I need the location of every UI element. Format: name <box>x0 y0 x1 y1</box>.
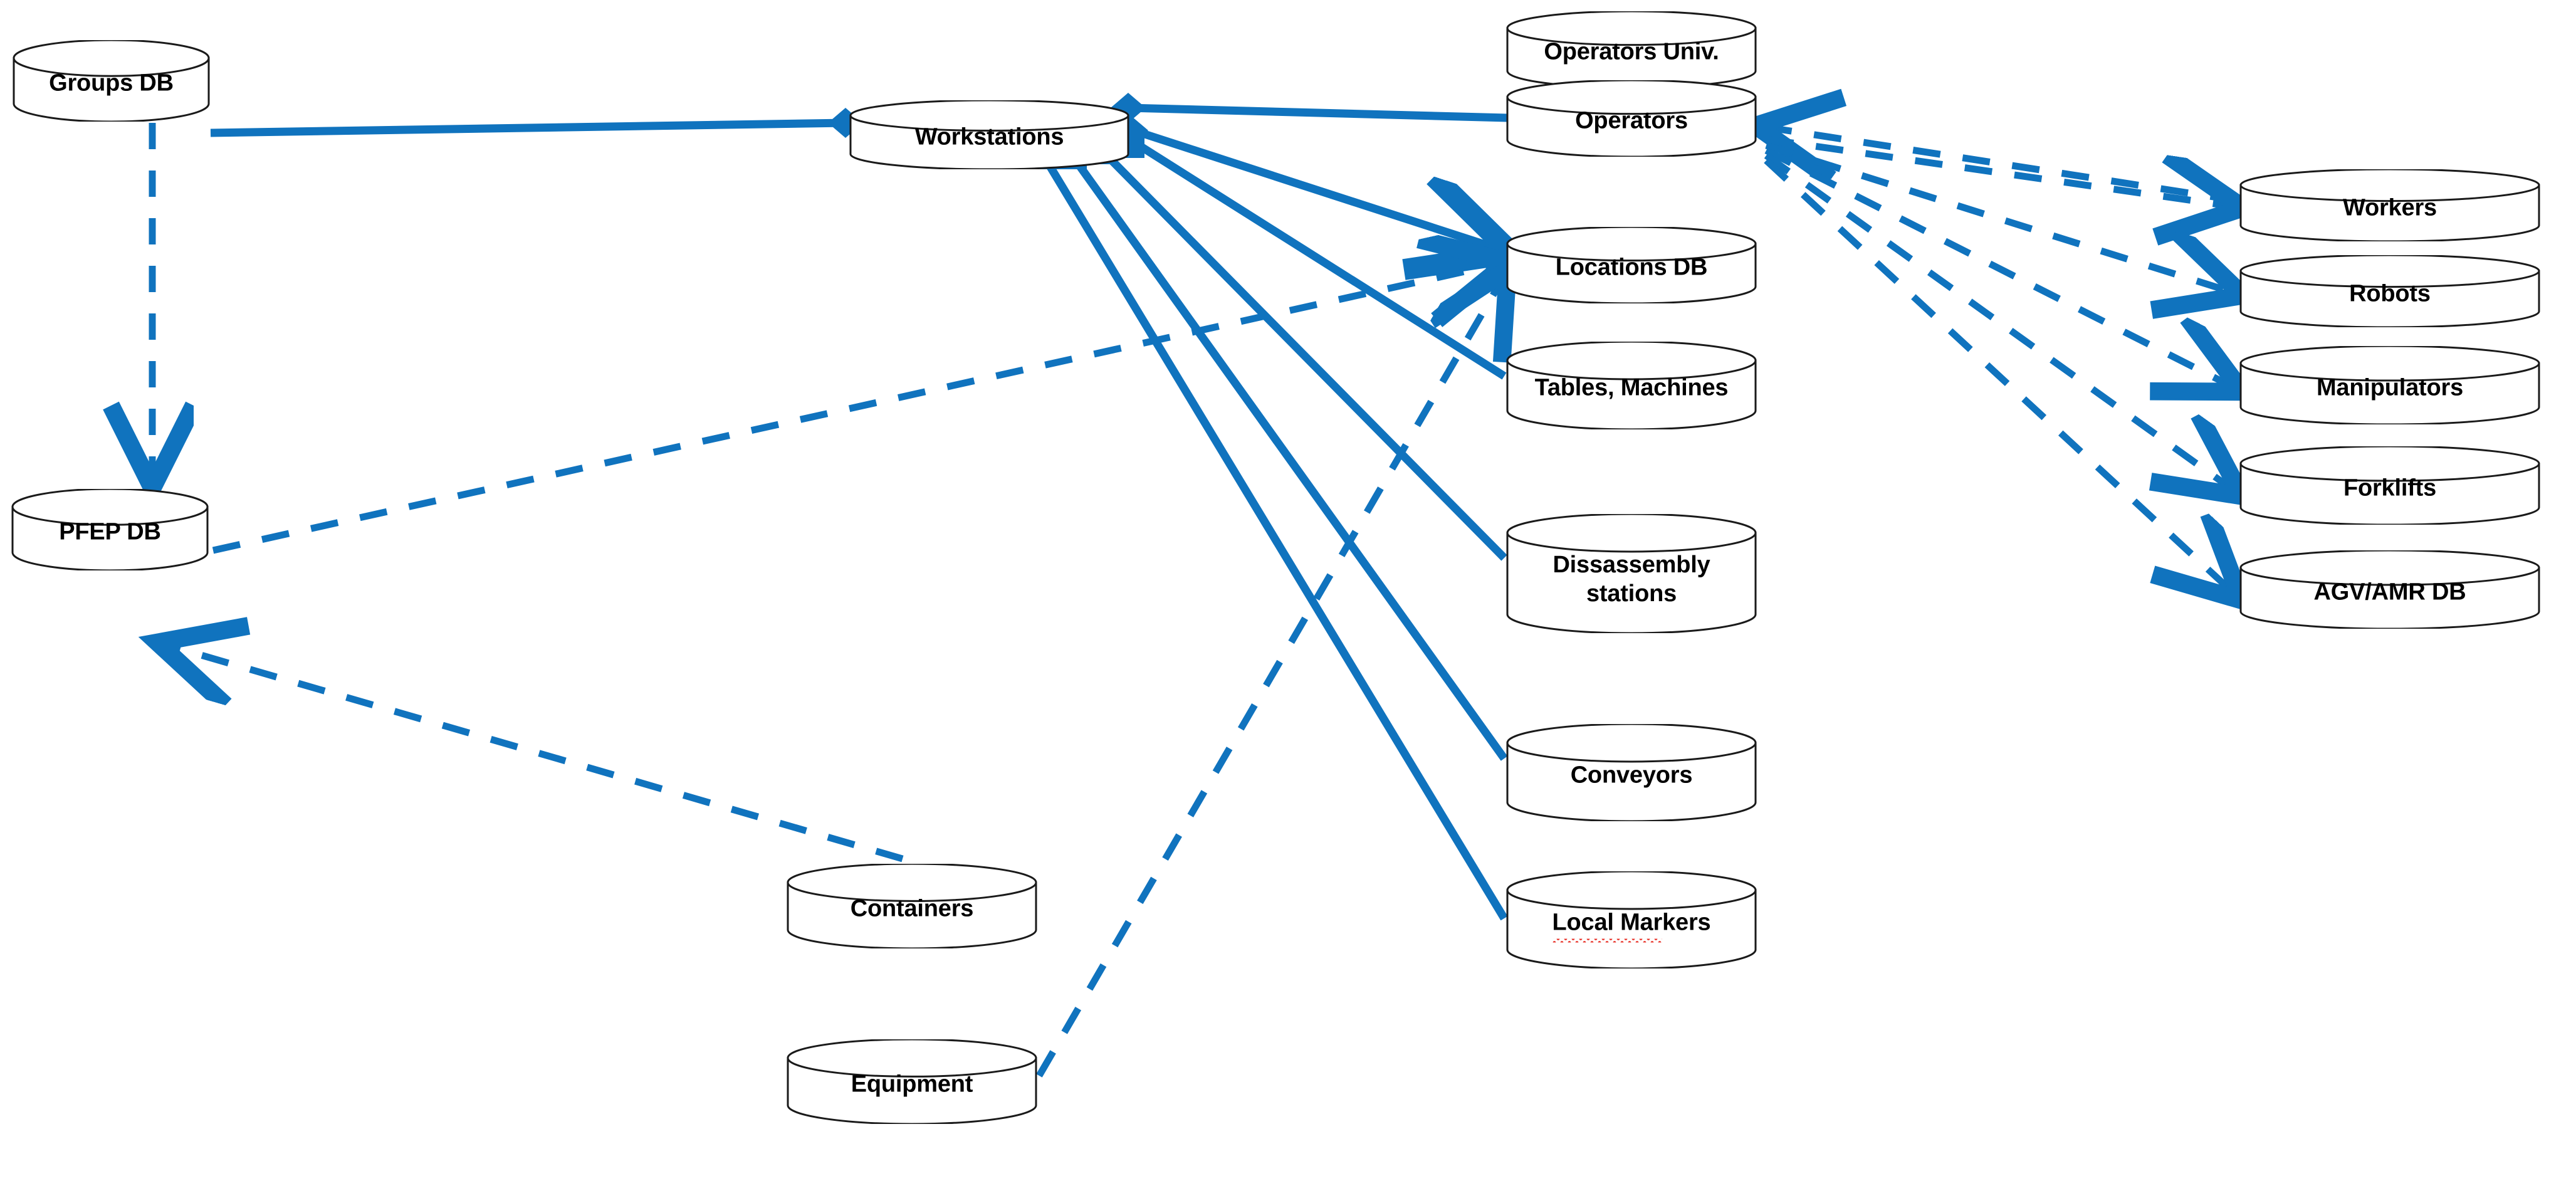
cylinder-icon <box>13 40 210 122</box>
edge-equipment-to-locations-db <box>1036 276 1504 1078</box>
db-node-agv_amr_db[interactable]: AGV/AMR DB <box>2239 550 2540 629</box>
edge-workstations-to-local-markers <box>1040 154 1508 921</box>
edge-operators-to-manipulators <box>1764 147 2236 389</box>
edge-containers-to-pfep-db <box>164 644 904 863</box>
db-node-dissassembly[interactable]: Dissassembly stations <box>1506 514 1757 633</box>
db-node-conveyors[interactable]: Conveyors <box>1506 724 1757 821</box>
cylinder-icon <box>2239 169 2540 241</box>
db-node-operators_univ[interactable]: Operators Univ. <box>1506 11 1757 88</box>
cylinder-icon <box>1506 724 1757 821</box>
cylinder-icon <box>1506 342 1757 429</box>
edge-workstations-to-locations-db <box>1131 126 1504 251</box>
db-node-manipulators[interactable]: Manipulators <box>2239 346 2540 424</box>
edge-workstations-to-dissassembly-stations <box>1100 149 1507 561</box>
edge-workstations-to-conveyors <box>1069 154 1508 761</box>
db-node-equipment[interactable]: Equipment <box>787 1039 1037 1124</box>
db-node-tables_machines[interactable]: Tables, Machines <box>1506 342 1757 429</box>
cylinder-icon <box>1506 11 1757 88</box>
edge-operators-to-agv-amr-db <box>1764 157 2236 596</box>
db-node-containers[interactable]: Containers <box>787 864 1037 948</box>
cylinder-icon <box>787 1039 1037 1124</box>
cylinder-icon <box>2239 255 2540 327</box>
edge-operators-to-forklifts <box>1764 152 2236 492</box>
cylinder-icon <box>1506 80 1757 157</box>
db-node-workers[interactable]: Workers <box>2239 169 2540 241</box>
db-node-groups_db[interactable]: Groups DB <box>13 40 210 122</box>
cylinder-icon <box>2239 550 2540 629</box>
cylinder-icon <box>1506 871 1757 968</box>
edge-workstations-to-tables-machines <box>1131 138 1507 380</box>
cylinder-icon <box>849 100 1129 169</box>
cylinder-icon <box>1506 514 1757 633</box>
cylinder-icon <box>2239 346 2540 424</box>
db-node-robots[interactable]: Robots <box>2239 255 2540 327</box>
edge-operators-to-robots <box>1765 142 2236 293</box>
db-node-workstations[interactable]: Workstations <box>849 100 1129 169</box>
edge-workstations-to-operators <box>1128 103 1508 122</box>
db-node-pfep_db[interactable]: PFEP DB <box>11 489 209 570</box>
db-node-operators[interactable]: Operators <box>1506 80 1757 157</box>
db-node-forklifts[interactable]: Forklifts <box>2239 446 2540 525</box>
edge-groups-db-to-workstations <box>210 118 847 137</box>
cylinder-icon <box>1506 227 1757 303</box>
edge-operators-to-workers <box>1766 135 2236 207</box>
cylinder-icon <box>2239 446 2540 525</box>
cylinder-icon <box>11 489 209 570</box>
cylinder-icon <box>787 864 1037 948</box>
db-node-local_markers[interactable]: Local Markers <box>1506 871 1757 968</box>
edge-pfep-db-to-locations-db <box>212 263 1502 554</box>
db-node-locations_db[interactable]: Locations DB <box>1506 227 1757 303</box>
